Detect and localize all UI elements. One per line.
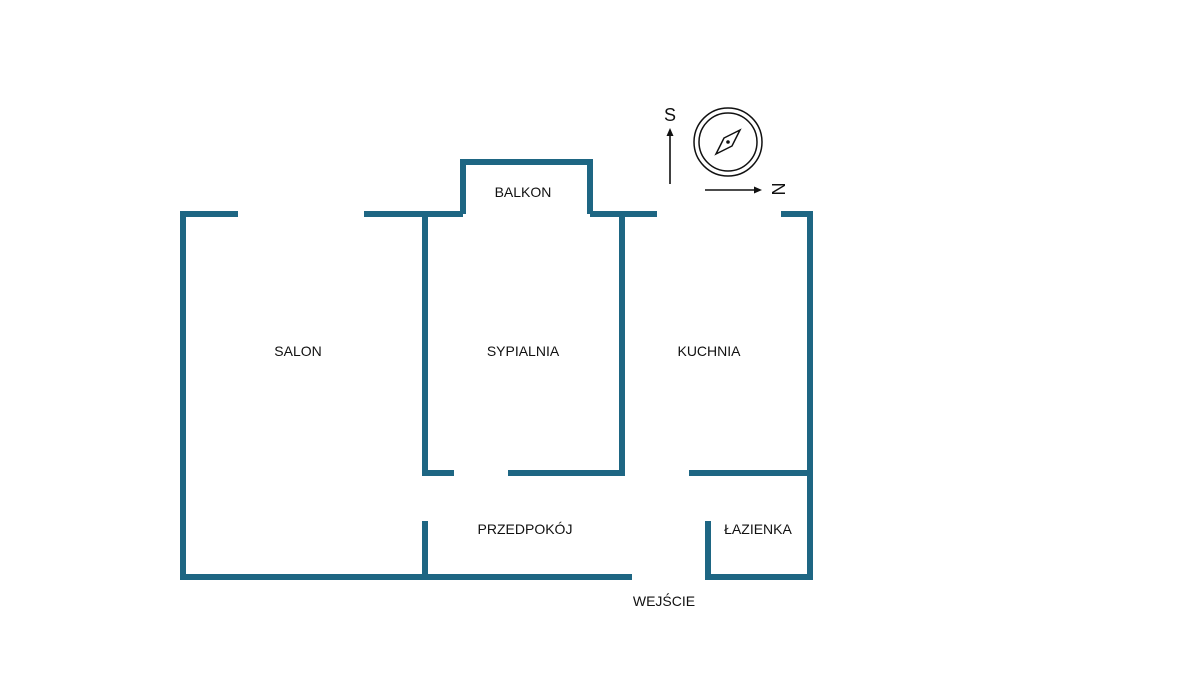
compass-outer-ring bbox=[693, 107, 763, 177]
direction-right-label: N bbox=[768, 183, 788, 196]
direction-up-label: S bbox=[664, 105, 676, 125]
room-label-kitchen: KUCHNIA bbox=[677, 343, 741, 359]
wall-bedroom-left bbox=[422, 214, 454, 476]
arrow-up-head bbox=[666, 128, 674, 136]
arrow-right-head bbox=[754, 186, 762, 194]
compass-icon bbox=[693, 107, 763, 177]
room-label-hallway: PRZEDPOKÓJ bbox=[478, 521, 573, 537]
wall-top-right-corner bbox=[781, 211, 813, 580]
walls bbox=[180, 159, 813, 580]
room-label-living-room: SALON bbox=[274, 343, 321, 359]
room-label-entrance: WEJŚCIE bbox=[633, 592, 695, 609]
room-label-balcony: BALKON bbox=[495, 184, 552, 200]
compass-inner-ring bbox=[698, 112, 758, 172]
wall-balcony bbox=[460, 159, 593, 214]
room-label-bedroom: SYPIALNIA bbox=[487, 343, 560, 359]
direction-arrows bbox=[666, 128, 762, 194]
compass-center bbox=[726, 140, 730, 144]
room-label-bathroom: ŁAZIENKA bbox=[724, 521, 792, 537]
wall-bathroom-bottom bbox=[705, 521, 813, 580]
wall-bedroom-right bbox=[508, 214, 625, 476]
compass-needle bbox=[714, 128, 742, 156]
